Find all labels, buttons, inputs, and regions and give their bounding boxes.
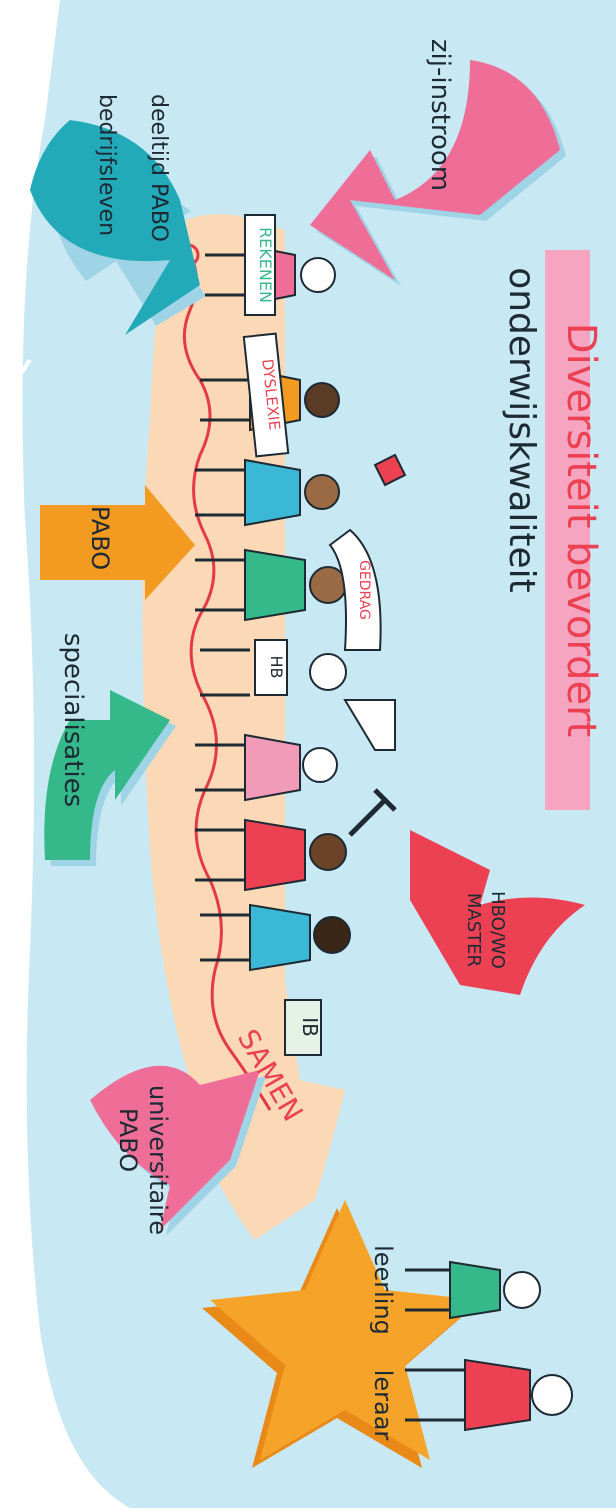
- sign-gedrag: GEDRAG: [356, 560, 372, 620]
- label-universitaire-line1: universitaire: [144, 1085, 172, 1235]
- label-deeltijd-line2: bedrijfsleven: [94, 94, 119, 236]
- sign-ib: IB: [298, 1017, 322, 1037]
- sign-hb: HB: [267, 655, 286, 678]
- label-universitaire-line2: PABO: [114, 1108, 142, 1172]
- sign-rekenen: REKENEN: [256, 227, 275, 303]
- label-hbo-line1: HBO/WO: [487, 891, 508, 969]
- label-leerling: leerling: [369, 1245, 397, 1335]
- title-line2: onderwijskwaliteit: [501, 267, 542, 593]
- label-hbo-line2: MASTER: [463, 893, 484, 967]
- label-specialisaties: specialisaties: [58, 633, 88, 807]
- label-zij-instroom: zij-instroom: [425, 39, 455, 191]
- label-pabo: PABO: [86, 506, 114, 570]
- label-leraar: leraar: [369, 1370, 397, 1441]
- title-line1: Diversiteit bevordert: [558, 323, 604, 737]
- label-deeltijd-line1: deeltijd PABO: [146, 94, 171, 242]
